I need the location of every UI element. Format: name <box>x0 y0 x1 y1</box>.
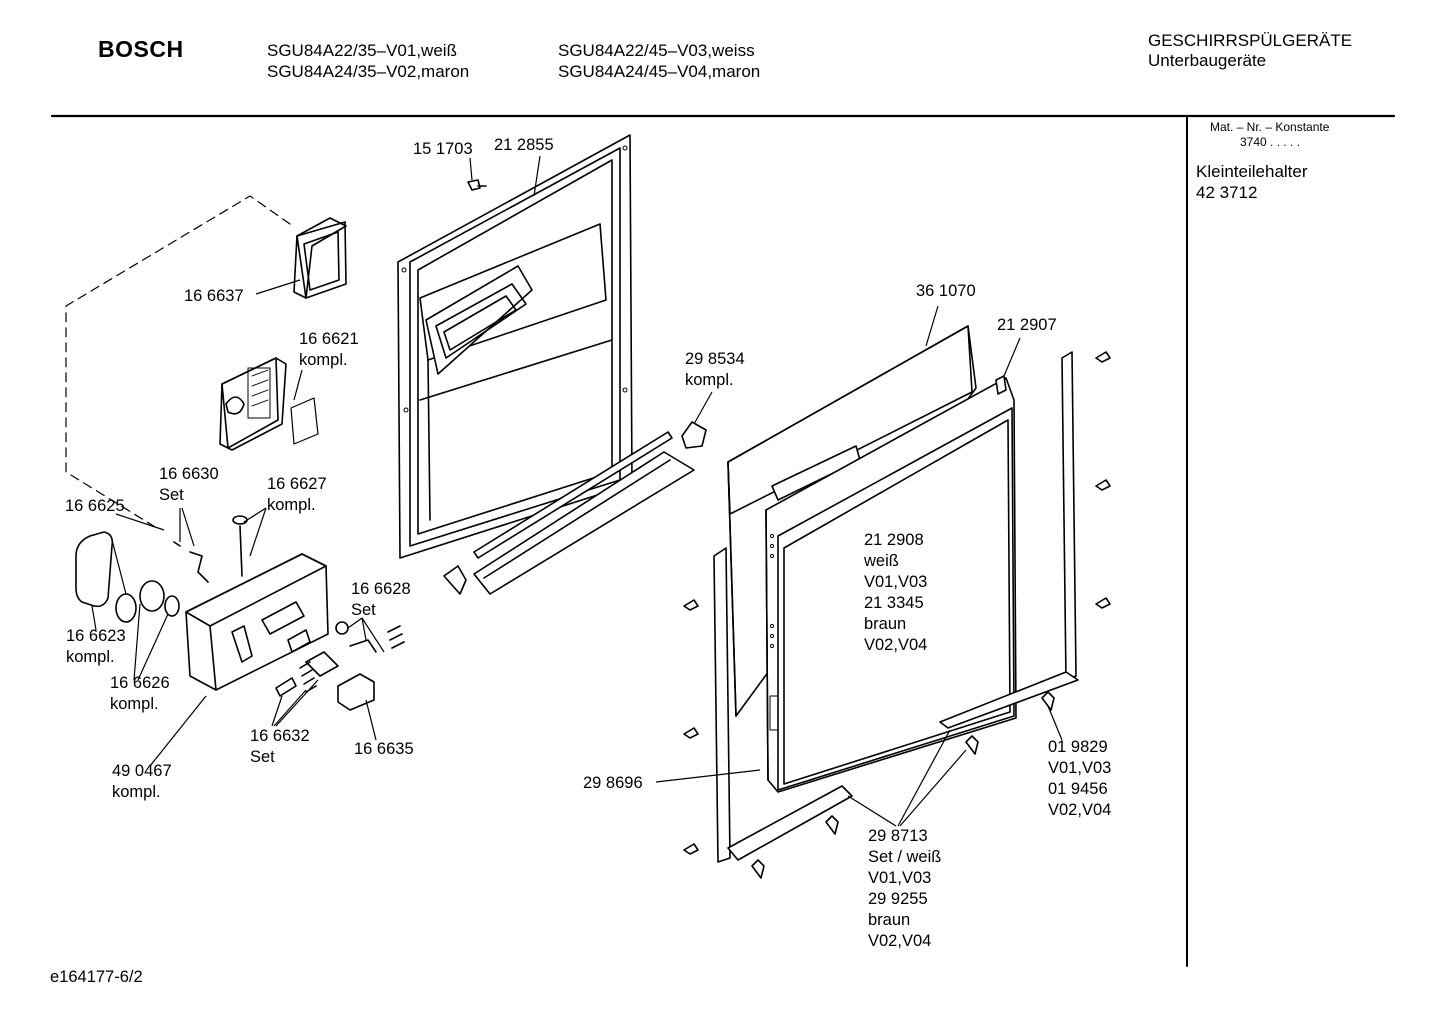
model-list-right: SGU84A22/45–V03,weiss SGU84A24/45–V04,ma… <box>558 40 760 82</box>
model-list-left: SGU84A22/35–V01,weiß SGU84A24/35–V02,mar… <box>267 40 469 82</box>
part-label-212855: 21 2855 <box>494 136 554 154</box>
side-frame-left <box>713 547 853 863</box>
lock-cover-part <box>75 531 114 608</box>
assembly-path <box>65 195 291 531</box>
part-label-166625: 16 6625 <box>65 497 125 515</box>
bolt-part <box>232 515 248 577</box>
part-label-212907: 21 2907 <box>997 316 1057 334</box>
lock-housing-part <box>185 553 329 691</box>
model-item: SGU84A24/45–V04,maron <box>558 62 761 81</box>
door-trim-strip <box>443 431 695 595</box>
model-item: SGU84A24/35–V02,maron <box>267 62 470 81</box>
part-label-361070: 36 1070 <box>916 282 976 300</box>
leader-lines <box>91 155 1063 827</box>
door-inner-panel <box>397 134 633 559</box>
hinge-part <box>681 421 707 449</box>
sidebar-item-number: 42 3712 <box>1196 183 1258 202</box>
switch-part <box>337 673 375 711</box>
category-heading: GESCHIRRSPÜLGERÄTE Unterbaugeräte <box>1148 31 1352 71</box>
drawing-id: e164177-6/2 <box>50 968 143 986</box>
knob-ring-part <box>115 580 180 623</box>
part-label-166635: 16 6635 <box>354 740 414 758</box>
brand-logo: BOSCH <box>98 36 184 62</box>
model-item: SGU84A22/45–V03,weiss <box>558 41 755 60</box>
part-label-298696: 29 8696 <box>583 774 643 792</box>
category-subtitle: Unterbaugeräte <box>1148 51 1267 70</box>
part-label-151703: 15 1703 <box>413 140 473 158</box>
sidebar-item: Kleinteilehalter 42 3712 <box>1196 161 1308 203</box>
side-frame-right <box>939 351 1079 729</box>
control-panel <box>765 377 1017 793</box>
lever-part <box>173 541 209 583</box>
dispenser-part <box>219 357 319 451</box>
category-title: GESCHIRRSPÜLGERÄTE <box>1148 31 1353 50</box>
screw-part <box>467 179 487 191</box>
part-label-166637: 16 6637 <box>184 287 244 305</box>
gasket-frame-part <box>293 217 347 299</box>
model-item: SGU84A22/35–V01,weiß <box>267 41 457 60</box>
catch-set-part <box>275 651 339 697</box>
spring-set-part <box>335 621 405 653</box>
konstante-value: 3740 . . . . . <box>1240 135 1301 149</box>
konstante-label: Mat. – Nr. – Konstante <box>1210 120 1330 134</box>
sidebar-item-name: Kleinteilehalter <box>1196 162 1308 181</box>
